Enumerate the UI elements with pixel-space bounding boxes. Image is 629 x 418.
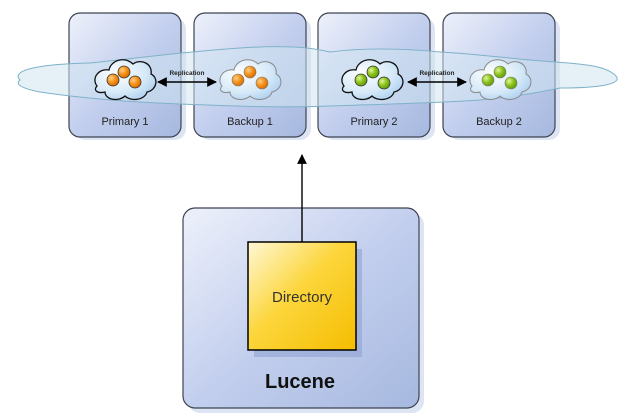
lucene-label: Lucene — [265, 371, 335, 393]
shard-dot — [504, 76, 518, 90]
cluster-cloud-band — [17, 46, 618, 108]
shard-dot — [354, 73, 368, 87]
shard-dots-backup-2 — [481, 65, 518, 90]
shard-dot — [243, 65, 257, 79]
shard-dots-primary-1 — [106, 65, 142, 89]
replication-label-2: Replication — [419, 70, 454, 77]
shard-dot — [366, 65, 380, 79]
shard-dot — [117, 65, 131, 79]
cloud-icon-primary-2 — [341, 59, 404, 101]
shard-dot — [128, 75, 142, 89]
cloud-icon-backup-2 — [469, 59, 532, 100]
node-label-primary-2: Primary 2 — [350, 116, 397, 128]
shard-dot — [231, 73, 245, 87]
replication-label-1: Replication — [169, 70, 204, 77]
directory-box — [247, 241, 362, 357]
node-label-primary-1: Primary 1 — [101, 116, 148, 128]
shard-dot — [255, 76, 269, 90]
shard-dot — [481, 73, 495, 87]
shard-dots-primary-2 — [354, 65, 391, 90]
shard-dot — [377, 76, 391, 90]
shard-dot — [493, 65, 507, 79]
node-label-backup-1: Backup 1 — [227, 116, 273, 128]
shard-dots-backup-1 — [231, 65, 269, 90]
directory-label: Directory — [272, 289, 333, 306]
cloud-icon-primary-1 — [94, 59, 157, 101]
node-label-backup-2: Backup 2 — [476, 116, 522, 128]
cloud-icon-backup-1 — [219, 59, 282, 100]
shard-dot — [106, 73, 120, 87]
